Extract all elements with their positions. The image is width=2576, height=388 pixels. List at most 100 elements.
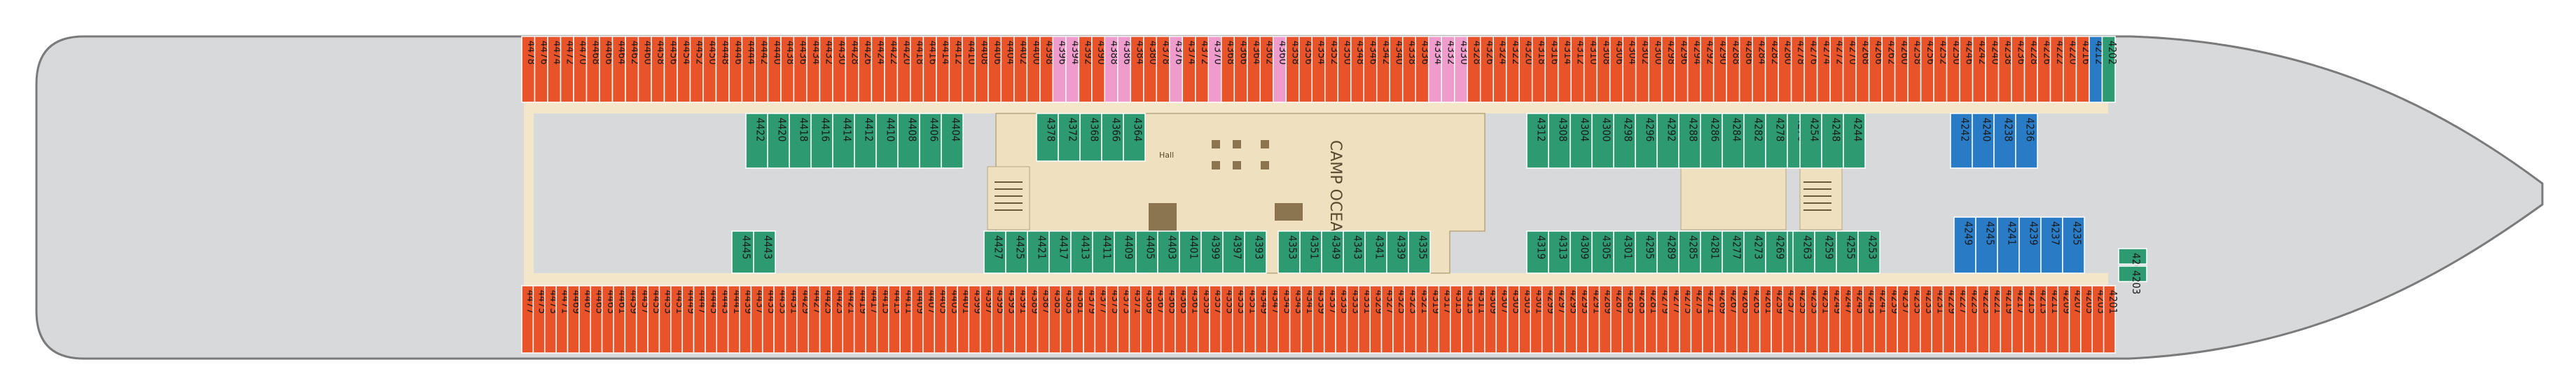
cabin-number: 4409 [1123,235,1135,259]
cabin-inner-4339[interactable]: 4339 [1386,230,1409,274]
cabin-inner-4353[interactable]: 4353 [1277,230,1301,274]
cabin-inner-4255[interactable]: 4255 [1836,230,1859,274]
cabin-box [1700,230,1723,274]
cabin-inner-4238[interactable]: 4238 [1993,113,2016,169]
cabin-inner-4277[interactable]: 4277 [1722,230,1745,274]
cabin-top-4300[interactable]: 4300 [1648,36,1665,103]
cabin-inner-4292[interactable]: 4292 [1656,113,1680,169]
cabin-inner-4312[interactable]: 4312 [1526,113,1549,169]
cabin-inner-4254[interactable]: 4254 [1799,113,1822,169]
cabin-inner-4239[interactable]: 4239 [2018,216,2042,274]
cabin-box [2118,265,2147,282]
cabin-inner-4368[interactable]: 4368 [1079,113,1102,162]
cabin-inner-4249[interactable]: 4249 [1953,216,1976,274]
cabin-inner-4248[interactable]: 4248 [1821,113,1844,169]
cabin-top-4322[interactable]: 4322 [1505,36,1523,103]
cabin-inner-4397[interactable]: 4397 [1222,230,1245,274]
cabin-bottom-4309[interactable]: 4309 [1484,285,1500,354]
cabin-fore-4203[interactable]: 4203 [2118,265,2147,294]
cabin-top-4278[interactable]: 4278 [1790,36,1808,103]
cabin-inner-4393[interactable]: 4393 [1244,230,1267,274]
cabin-inner-4278[interactable]: 4278 [1765,113,1788,169]
cabin-inner-4313[interactable]: 4313 [1548,230,1571,274]
cabin-number: 4295 [1644,235,1656,259]
cabin-inner-4285[interactable]: 4285 [1678,230,1701,274]
cabin-inner-4282[interactable]: 4282 [1743,113,1766,169]
cabin-number: 4413 [1079,235,1092,259]
cabin-inner-4404[interactable]: 4404 [941,113,964,169]
cabin-inner-4420[interactable]: 4420 [767,113,790,169]
cabin-inner-4289[interactable]: 4289 [1656,230,1680,274]
cabin-inner-4412[interactable]: 4412 [854,113,877,169]
cabin-inner-4263[interactable]: 4263 [1792,230,1815,274]
cabin-top-4202[interactable]: 4202 [2101,36,2119,103]
cabin-inner-4259[interactable]: 4259 [1814,230,1837,274]
cabin-box [1058,113,1081,162]
cabin-inner-4242[interactable]: 4242 [1950,113,1973,169]
cabin-inner-4309[interactable]: 4309 [1570,230,1593,274]
cabin-inner-4417[interactable]: 4417 [1048,230,1072,274]
cabin-number: 4259 [1823,235,1836,259]
cabin-number: 4292 [1666,118,1678,141]
cabin-inner-4413[interactable]: 4413 [1070,230,1093,274]
cabin-inner-4343[interactable]: 4343 [1343,230,1366,274]
cabin-inner-4237[interactable]: 4237 [2040,216,2063,274]
cabin-inner-4405[interactable]: 4405 [1135,230,1158,274]
cabin-inner-4308[interactable]: 4308 [1548,113,1571,169]
cabin-inner-4427[interactable]: 4427 [983,230,1006,274]
cabin-inner-4319[interactable]: 4319 [1526,230,1549,274]
cabin-inner-4245[interactable]: 4245 [1975,216,1998,274]
cabin-inner-4378[interactable]: 4378 [1036,113,1059,162]
cabin-inner-4422[interactable]: 4422 [745,113,768,169]
cabin-inner-4241[interactable]: 4241 [1997,216,2020,274]
cabin-inner-4301[interactable]: 4301 [1613,230,1636,274]
cabin-inner-4399[interactable]: 4399 [1200,230,1224,274]
cabin-inner-4418[interactable]: 4418 [789,113,812,169]
cabin-inner-4351[interactable]: 4351 [1299,230,1322,274]
cabin-inner-4298[interactable]: 4298 [1613,113,1636,169]
cabin-inner-4372[interactable]: 4372 [1058,113,1081,162]
cabin-inner-4304[interactable]: 4304 [1570,113,1593,169]
cabin-inner-4281[interactable]: 4281 [1700,230,1723,274]
cabin-inner-4416[interactable]: 4416 [810,113,833,169]
cabin-inner-4288[interactable]: 4288 [1678,113,1701,169]
cabin-inner-4443[interactable]: 4443 [753,230,776,274]
cabin-inner-4364[interactable]: 4364 [1123,113,1146,162]
cabin-inner-4284[interactable]: 4284 [1722,113,1745,169]
cabin-inner-4273[interactable]: 4273 [1743,230,1766,274]
cabin-inner-4286[interactable]: 4286 [1700,113,1723,169]
cabin-inner-4411[interactable]: 4411 [1092,230,1115,274]
cabin-inner-4406[interactable]: 4406 [919,113,942,169]
cabin-inner-4425[interactable]: 4425 [1005,230,1028,274]
cabin-inner-4236[interactable]: 4236 [2015,113,2038,169]
cabin-inner-4349[interactable]: 4349 [1321,230,1344,274]
cabin-inner-4269[interactable]: 4269 [1765,230,1788,274]
cabin-number: 4238 [2002,118,2015,141]
cabin-inner-4296[interactable]: 4296 [1635,113,1658,169]
cabin-inner-4409[interactable]: 4409 [1114,230,1137,274]
cabin-inner-4335[interactable]: 4335 [1408,230,1431,274]
cabin-inner-4295[interactable]: 4295 [1635,230,1658,274]
cabin-inner-4253[interactable]: 4253 [1857,230,1881,274]
cabin-bottom-4245[interactable]: 4245 [1850,285,1867,354]
cabin-inner-4305[interactable]: 4305 [1591,230,1614,274]
cabin-inner-4401[interactable]: 4401 [1179,230,1202,274]
cabin-box [1079,113,1102,162]
cabin-inner-4421[interactable]: 4421 [1027,230,1050,274]
cabin-inner-4235[interactable]: 4235 [2062,216,2085,274]
cabin-inner-4445[interactable]: 4445 [731,230,754,274]
cabin-inner-4414[interactable]: 4414 [832,113,855,169]
cabin-inner-4300[interactable]: 4300 [1591,113,1614,169]
cabin-inner-4410[interactable]: 4410 [875,113,899,169]
cabin-bottom-4201[interactable]: 4201 [2103,285,2119,354]
cabin-bottom-4393[interactable]: 4393 [1002,285,1019,354]
cabin-inner-4403[interactable]: 4403 [1157,230,1180,274]
cabin-number: 4378 [1045,118,1058,141]
cabin-inner-4408[interactable]: 4408 [897,113,920,169]
cabin-inner-4366[interactable]: 4366 [1101,113,1124,162]
cabin-inner-4240[interactable]: 4240 [1972,113,1995,169]
cabin-inner-4244[interactable]: 4244 [1843,113,1866,169]
cabin-number: 4308 [1557,118,1570,141]
cabin-bottom-4363[interactable]: 4363 [1175,285,1191,354]
cabin-inner-4341[interactable]: 4341 [1364,230,1387,274]
